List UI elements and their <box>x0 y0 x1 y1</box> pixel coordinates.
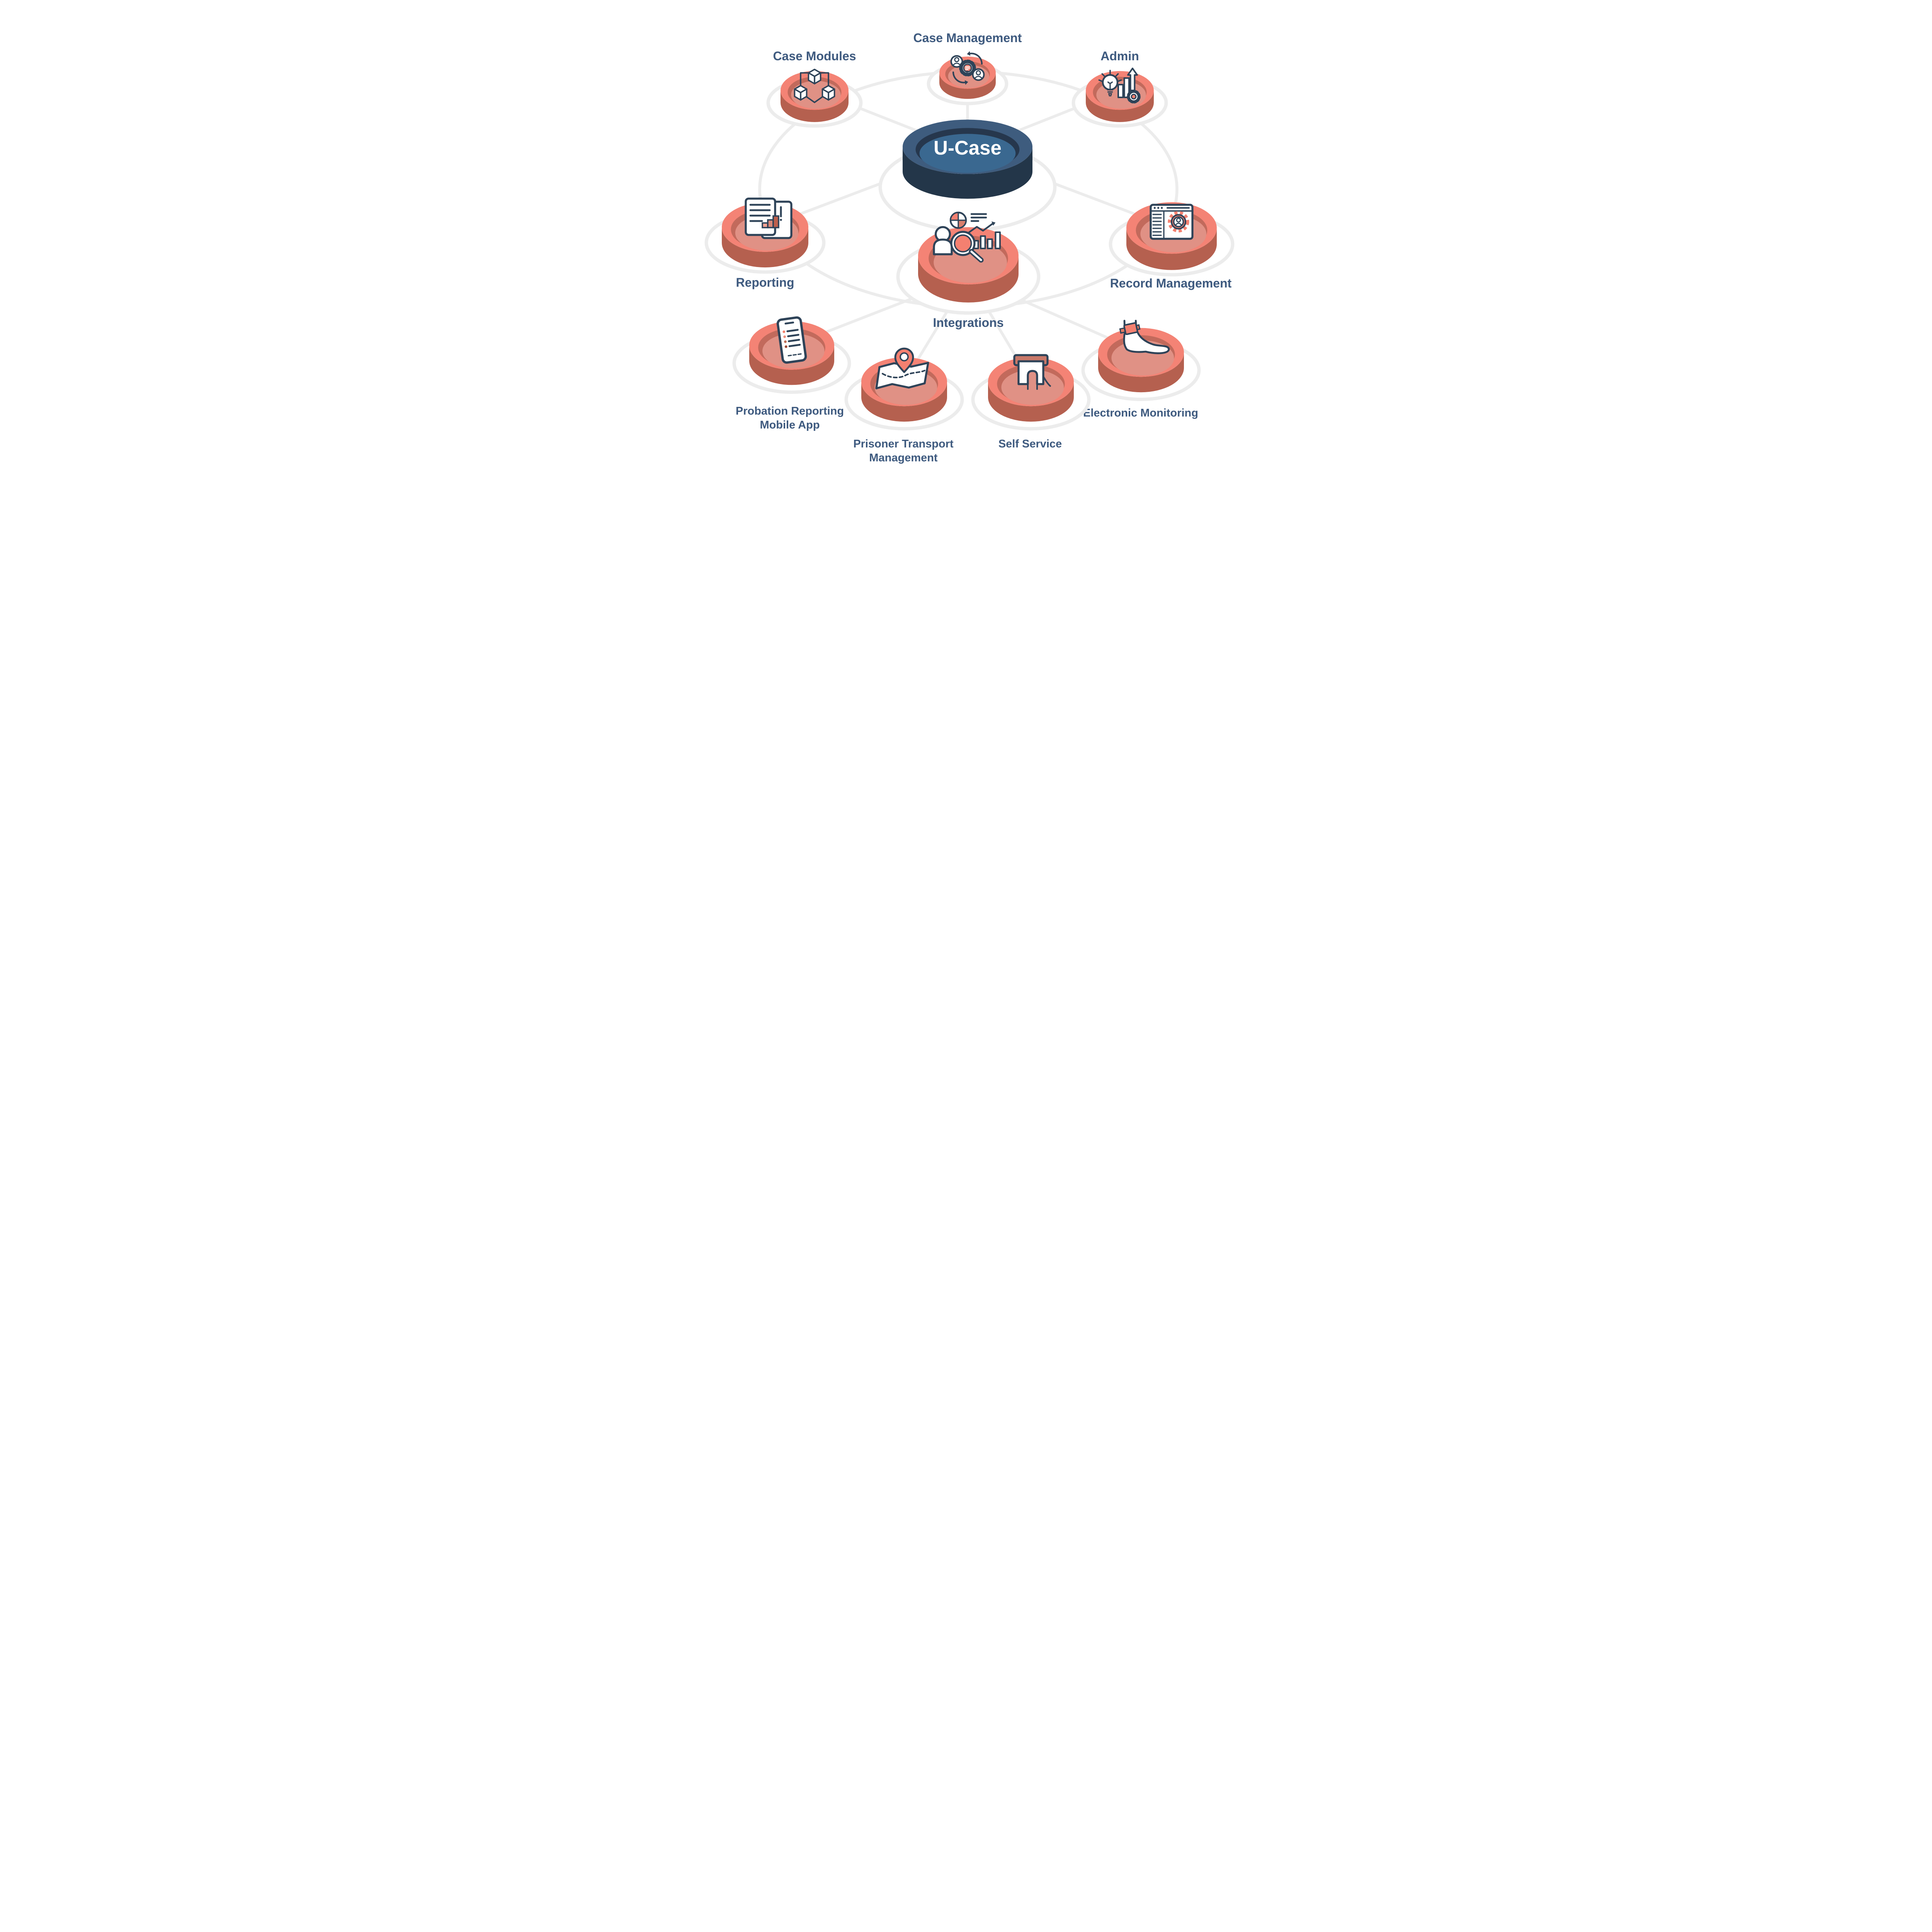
node-label: Admin <box>1100 49 1139 63</box>
node-prisoner-transport-management: Prisoner Transport Management <box>844 347 964 464</box>
node-label: Case Modules <box>773 49 856 63</box>
lightbulb-growth-gear-icon <box>1098 67 1141 104</box>
node-label-line1: Probation Reporting <box>736 405 844 417</box>
node-label-line2: Management <box>869 452 938 464</box>
map-route-pin-icon <box>875 347 929 389</box>
kiosk-ticket-icon <box>1013 354 1051 390</box>
node-label-line2: Mobile App <box>760 419 820 431</box>
center-hub-disc <box>903 119 1032 199</box>
node-integrations: Integrations <box>896 211 1041 330</box>
browser-profile-gear-icon <box>1150 204 1194 240</box>
mobile-checklist-icon <box>776 316 807 364</box>
node-admin: Admin <box>1071 49 1168 128</box>
node-electronic-monitoring: Electronic Monitoring <box>1081 320 1201 419</box>
node-reporting: Reporting <box>704 197 826 289</box>
node-label: Reporting <box>736 276 794 289</box>
node-label: Electronic Monitoring <box>1083 407 1198 419</box>
node-label: Integrations <box>933 316 1003 330</box>
diagram-canvas: Case Management Case Modules <box>704 31 1235 464</box>
node-label: Record Management <box>1110 276 1232 290</box>
node-case-management: Case Management <box>913 31 1022 105</box>
node-label: Case Management <box>913 31 1022 45</box>
node-label-line1: Prisoner Transport <box>853 438 954 450</box>
ucase-platform-diagram: Case Management Case Modules <box>657 0 1275 519</box>
node-case-modules: Case Modules <box>766 49 863 128</box>
node-record-management: Record Management <box>1109 202 1235 290</box>
node-u-case-hub: U-Case <box>878 119 1057 232</box>
people-gear-cycle-icon <box>950 51 985 85</box>
center-label: U-Case <box>934 137 1002 159</box>
analyst-magnifier-charts-icon <box>933 211 1001 263</box>
cubes-icon <box>794 68 835 103</box>
documents-chart-icon <box>745 197 793 239</box>
node-probation-reporting-mobile-app: Probation Reporting Mobile App <box>732 316 851 431</box>
node-label: Self Service <box>998 438 1062 450</box>
node-self-service: Self Service <box>971 354 1091 450</box>
ankle-tag-icon <box>1119 320 1170 354</box>
